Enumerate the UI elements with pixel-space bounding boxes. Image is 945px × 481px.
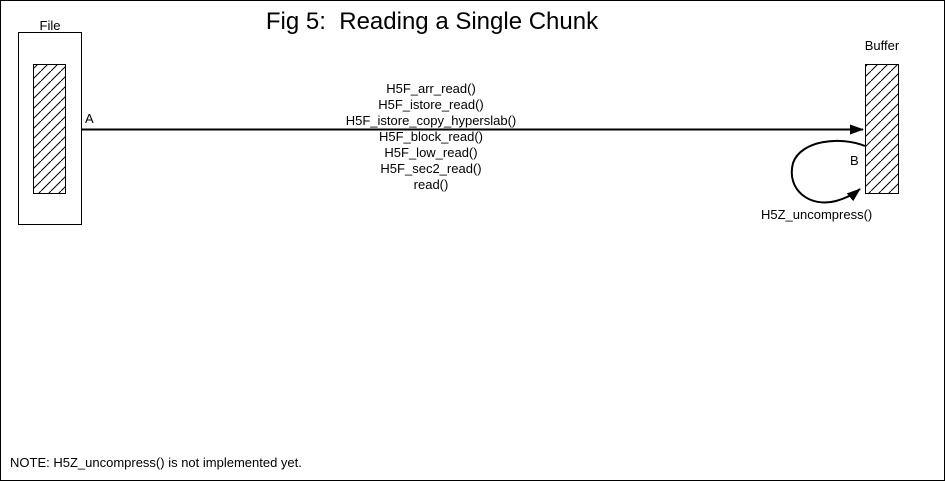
buffer-hatched <box>865 64 899 194</box>
call-stack-item: H5F_block_read() <box>378 129 484 144</box>
call-stack-item: H5F_istore_read() <box>378 97 484 112</box>
arrow-a-label: A <box>85 111 94 126</box>
figure-title: Fig 5: Reading a Single Chunk <box>265 8 599 35</box>
arrow-b-label: B <box>850 153 859 168</box>
footnote: NOTE: H5Z_uncompress() is not implemente… <box>10 455 302 470</box>
buffer-label: Buffer <box>864 38 900 53</box>
call-stack-item: read() <box>413 177 449 192</box>
file-box <box>18 32 82 225</box>
file-label: File <box>39 18 61 33</box>
arrow-a-call-stack: H5F_arr_read() H5F_istore_read() H5F_ist… <box>281 81 581 193</box>
arrow-b-function-label: H5Z_uncompress() <box>761 207 873 222</box>
file-chunk-hatched <box>33 64 66 194</box>
arrow-b-uncompress-loop <box>790 139 866 204</box>
call-stack-item: H5F_sec2_read() <box>380 161 482 176</box>
call-stack-item: H5F_arr_read() <box>386 81 476 96</box>
call-stack-item: H5F_istore_copy_hyperslab() <box>345 113 517 128</box>
call-stack-item: H5F_low_read() <box>384 145 478 160</box>
